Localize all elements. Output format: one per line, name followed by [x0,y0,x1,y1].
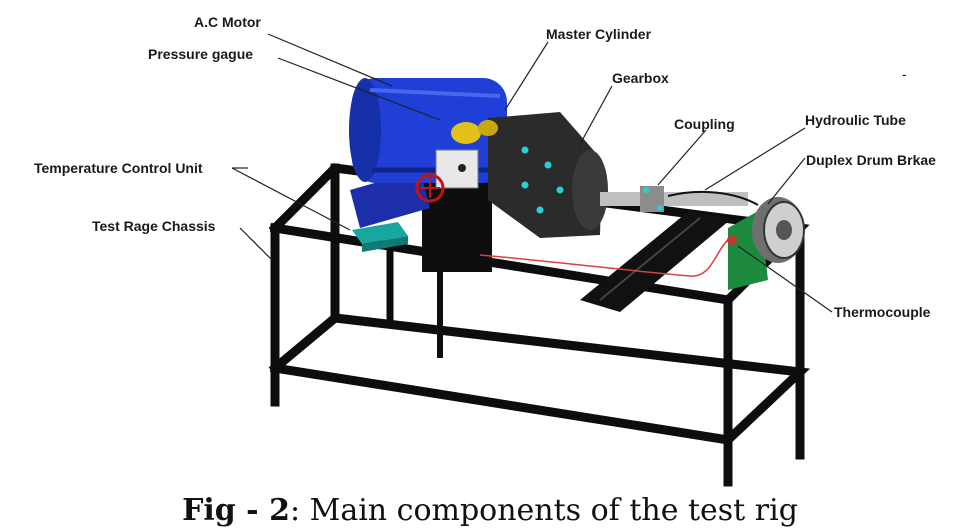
label-ac-motor: A.C Motor [194,14,261,30]
thermocouple-sensor [727,235,737,245]
motor-stand [422,182,492,272]
label-test-rig-chassis: Test Rage Chassis [92,218,216,234]
stray-mark: - [902,66,907,82]
gearbox [488,112,608,238]
label-coupling: Coupling [674,116,735,132]
label-temperature-control-unit: Temperature Control Unit [34,160,203,176]
temperature-control-unit [352,222,408,252]
label-hydraulic-tube: Hydroulic Tube [805,112,906,128]
label-pressure-gauge: Pressure gague [148,46,254,62]
hydraulic-tube [667,190,759,206]
motor-base-plate [350,170,430,228]
leader-lines [231,33,833,313]
figure-caption: Fig - 2: Main components of the test rig [0,494,980,528]
coupling [640,186,664,212]
figure-number: Fig - 2 [182,493,290,528]
master-cylinder [415,149,479,203]
pressure-gauge [451,120,498,144]
drive-shaft [600,192,748,206]
label-duplex-drum-brake: Duplex Drum Brkae [806,152,936,168]
duplex-drum-brake [752,197,805,263]
label-gearbox: Gearbox [612,70,669,86]
label-master-cylinder: Master Cylinder [546,26,652,42]
label-thermocouple: Thermocouple [834,304,931,320]
thermocouple-wire [479,239,729,277]
figure-caption-text: : Main components of the test rig [289,493,798,528]
